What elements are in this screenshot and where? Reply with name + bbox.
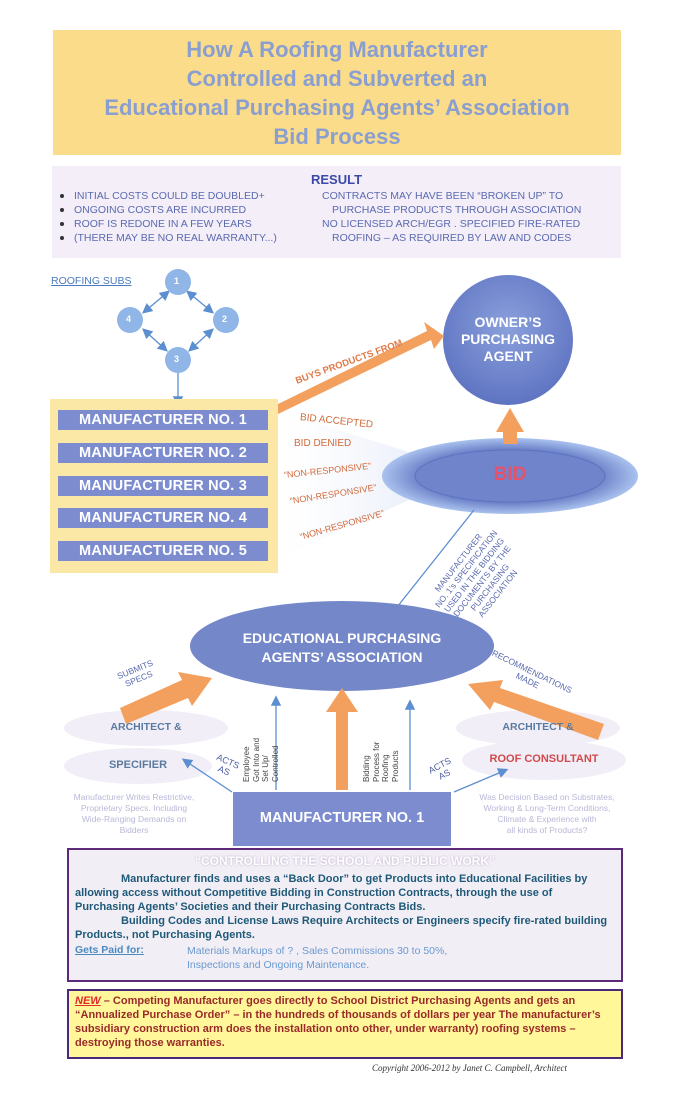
manufacturer-base-label: MANUFACTURER NO. 1 <box>259 810 425 826</box>
result-right-line: ROOFING – AS REQUIRED BY LAW AND CODES <box>332 232 572 244</box>
manufacturer-3-bar: MANUFACTURER NO. 3 <box>58 476 268 496</box>
roofing-subs-label: ROOFING SUBS <box>51 275 132 287</box>
sub-node-3 <box>165 347 191 373</box>
right-architect-label: ARCHITECT & <box>502 721 574 733</box>
bidding-note: Bidding Process for Roofing Products <box>362 741 400 782</box>
result-item: INITIAL COSTS COULD BE DOUBLED+ <box>60 190 265 202</box>
manufacturer-5-bar: MANUFACTURER NO. 5 <box>58 541 268 561</box>
sub-node-4-label: 4 <box>126 314 132 324</box>
manufacturer-1-bar: MANUFACTURER NO. 1 <box>58 410 268 430</box>
sub-node-2-label: 2 <box>222 314 228 324</box>
left-note: Manufacturer Writes Restrictive, Proprie… <box>73 792 195 835</box>
result-right-line: NO LICENSED ARCH/EGR . SPECIFIED FIRE-RA… <box>322 218 581 230</box>
result-item: ONGOING COSTS ARE INCURRED <box>60 204 246 216</box>
title-line-4: Bid Process <box>273 124 401 149</box>
employee-note: Employee Got Into and Set Up/ Controlled <box>242 737 280 782</box>
sub-node-2 <box>213 307 239 333</box>
controlling-paragraph-1: Manufacturer finds and uses a “Back Door… <box>75 873 588 913</box>
new-word: NEW <box>75 995 101 1007</box>
bid-denied-label: BID DENIED <box>294 438 352 449</box>
sub-node-3-label: 3 <box>174 354 180 364</box>
manufacturer-2-bar: MANUFACTURER NO. 2 <box>58 443 268 463</box>
acts-as-right-connector <box>453 768 509 793</box>
left-architect-label: ARCHITECT & <box>110 721 182 733</box>
association-label: EDUCATIONAL PURCHASING AGENTS’ ASSOCIATI… <box>242 630 442 665</box>
gets-paid-label: Gets Paid for: <box>75 944 144 956</box>
left-specifier-oval <box>64 748 212 784</box>
result-item: ROOF IS REDONE IN A FEW YEARS <box>60 218 252 230</box>
owner-purchasing-agent-circle <box>443 275 573 405</box>
new-notice-panel: NEW – Competing Manufacturer goes direct… <box>67 989 623 1059</box>
sub-node-1 <box>165 269 191 295</box>
controlling-panel: “CONTROLLING THE SCHOOL AND PUBLIC WORK”… <box>67 848 623 982</box>
right-note: Was Decision Based on Substrates, Workin… <box>479 792 615 835</box>
manufacturer-4-bar: MANUFACTURER NO. 4 <box>58 508 268 528</box>
title-banner: How A Roofing Manufacturer Controlled an… <box>53 30 621 155</box>
manufacturer-base-box <box>233 792 451 846</box>
copyright-text: Copyright 2006-2012 by Janet C. Campbell… <box>372 1063 567 1073</box>
left-architect-oval <box>64 710 228 746</box>
result-heading: RESULT <box>310 172 363 187</box>
owner-label: OWNER’S PURCHASING AGENT <box>460 314 556 364</box>
bid-fan <box>276 410 440 560</box>
roofing-subs-diamond <box>117 269 239 407</box>
result-panel: RESULT INITIAL COSTS COULD BE DOUBLED+ O… <box>52 166 621 258</box>
new-notice-text: NEW – Competing Manufacturer goes direct… <box>75 995 601 1049</box>
sub-node-1-label: 1 <box>174 276 180 286</box>
buys-products-arrow <box>274 322 444 414</box>
controlling-heading: “CONTROLLING THE SCHOOL AND PUBLIC WORK” <box>195 854 495 868</box>
center-up-arrow <box>326 688 358 790</box>
submits-specs-arrow <box>120 672 212 724</box>
roof-consultant-label: ROOF CONSULTANT <box>489 753 599 765</box>
bid-label: BID <box>493 464 527 485</box>
controlling-paragraph-2: Building Codes and License Laws Require … <box>75 915 608 941</box>
recommendations-arrow <box>468 680 604 740</box>
title-line-2: Controlled and Subverted an <box>186 66 488 91</box>
gets-paid-details: Materials Markups of ? , Sales Commissio… <box>187 945 448 971</box>
spec-connector <box>388 509 475 619</box>
result-item: (THERE MAY BE NO REAL WARRANTY...) <box>60 232 277 244</box>
title-line-3: Educational Purchasing Agents’ Associati… <box>104 95 570 120</box>
left-specifier-label: SPECIFIER <box>108 759 168 771</box>
association-ellipse <box>190 601 494 691</box>
result-right-line: CONTRACTS MAY HAVE BEEN “BROKEN UP” TO <box>322 190 564 202</box>
acts-as-left-connector <box>181 758 233 793</box>
title-line-1: How A Roofing Manufacturer <box>186 37 488 62</box>
result-right-line: PURCHASE PRODUCTS THROUGH ASSOCIATION <box>332 204 582 216</box>
sub-node-4 <box>117 307 143 333</box>
